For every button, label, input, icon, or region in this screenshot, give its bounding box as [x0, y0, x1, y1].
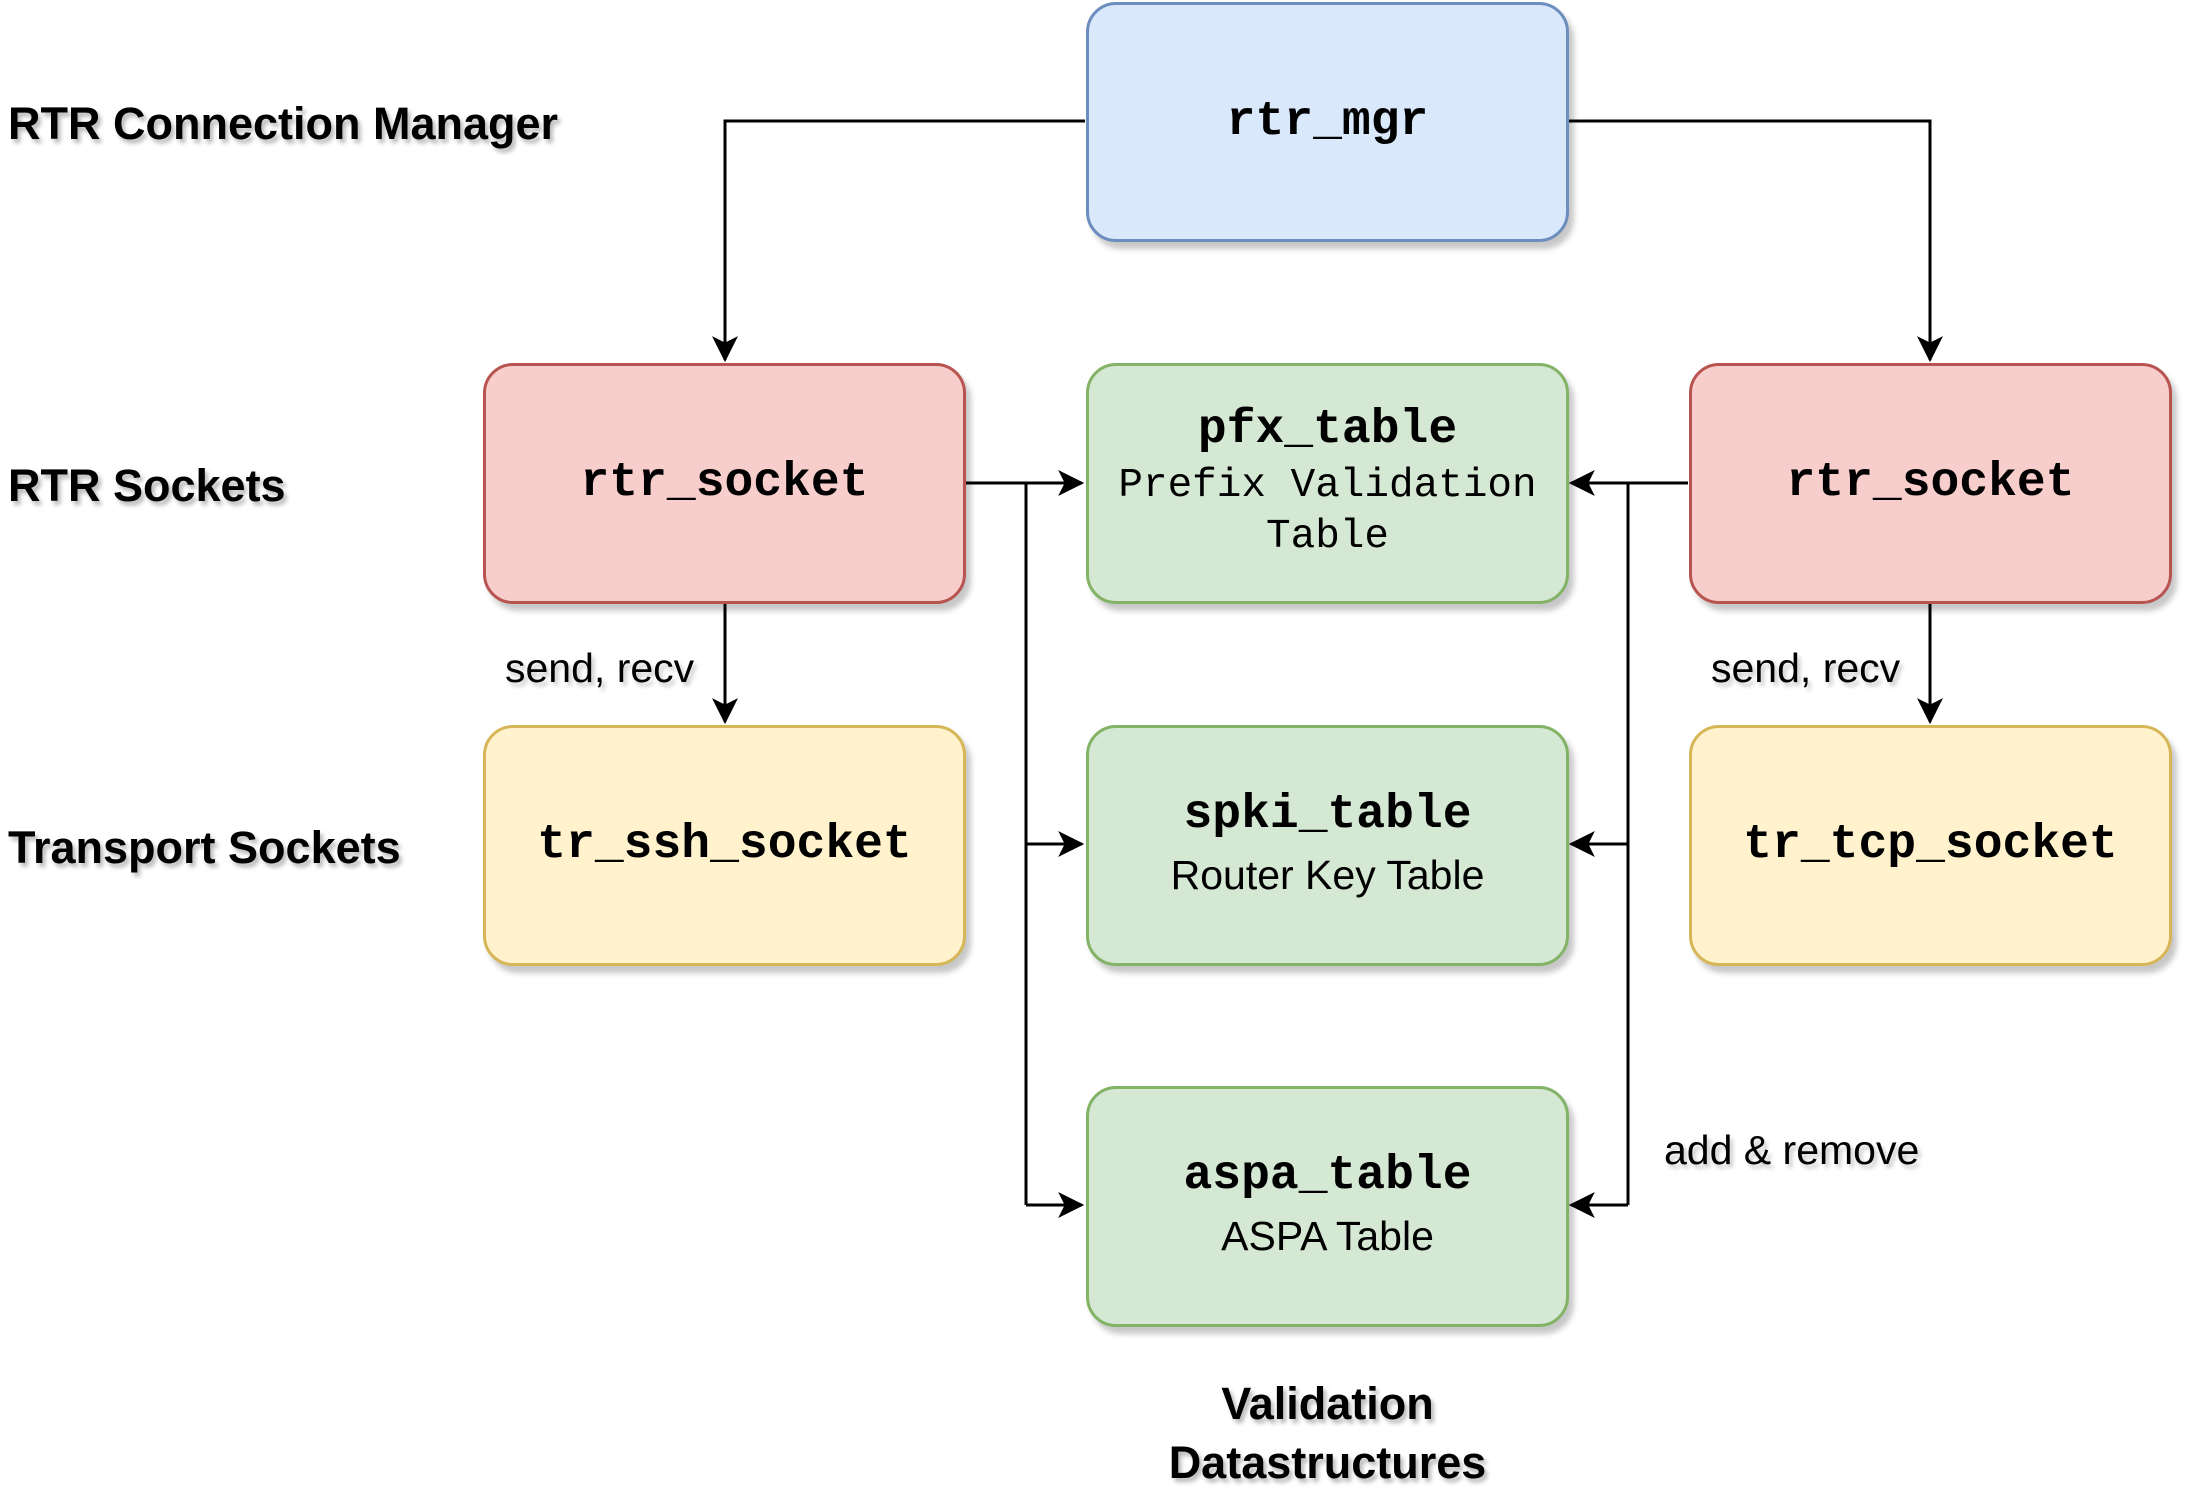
edge-label-send-recv-left: send, recv — [505, 645, 695, 691]
edge-right-socket-trunk — [1626, 481, 1688, 1205]
footer-validation-datastructures: Validation Datastructures — [1086, 1375, 1569, 1492]
node-spki-table-subtitle: Router Key Table — [1170, 852, 1485, 899]
layer-label-transport-sockets: Transport Sockets — [8, 822, 401, 873]
node-spki-table-title: spki_table — [1183, 788, 1472, 843]
node-tr-ssh-socket-title: tr_ssh_socket — [537, 818, 912, 873]
edge-mgr-to-right-socket — [1568, 119, 1943, 363]
edge-label-add-remove: add & remove — [1664, 1127, 1920, 1173]
edge-mgr-to-left-socket — [712, 119, 1085, 363]
footer-line2: Datastructures — [1168, 1436, 1487, 1488]
layer-label-connection-manager: RTR Connection Manager — [8, 98, 559, 149]
node-aspa-table: aspa_table ASPA Table — [1086, 1086, 1569, 1327]
node-pfx-table-subtitle-line1: Prefix Validation — [1118, 462, 1537, 509]
node-pfx-table: pfx_table Prefix Validation Table — [1086, 363, 1569, 604]
layer-label-rtr-sockets: RTR Sockets — [8, 460, 286, 511]
node-aspa-table-subtitle: ASPA Table — [1221, 1213, 1434, 1260]
node-tr-tcp-socket-title: tr_tcp_socket — [1743, 818, 2118, 873]
node-rtr-socket-left: rtr_socket — [483, 363, 966, 604]
node-pfx-table-subtitle-line2: Table — [1265, 513, 1390, 560]
edge-left-socket-trunk — [965, 481, 1028, 1205]
node-spki-table: spki_table Router Key Table — [1086, 725, 1569, 966]
node-aspa-table-title: aspa_table — [1183, 1149, 1472, 1204]
node-rtr-socket-right: rtr_socket — [1689, 363, 2172, 604]
node-pfx-table-title: pfx_table — [1197, 402, 1458, 457]
node-rtr-socket-left-title: rtr_socket — [580, 456, 869, 511]
node-rtr-mgr-title: rtr_mgr — [1226, 94, 1429, 149]
node-rtr-socket-right-title: rtr_socket — [1786, 456, 2075, 511]
node-tr-ssh-socket: tr_ssh_socket — [483, 725, 966, 966]
node-rtr-mgr: rtr_mgr — [1086, 2, 1569, 242]
edge-label-send-recv-right: send, recv — [1711, 645, 1901, 691]
footer-line1: Validation — [1221, 1378, 1434, 1429]
node-tr-tcp-socket: tr_tcp_socket — [1689, 725, 2172, 966]
